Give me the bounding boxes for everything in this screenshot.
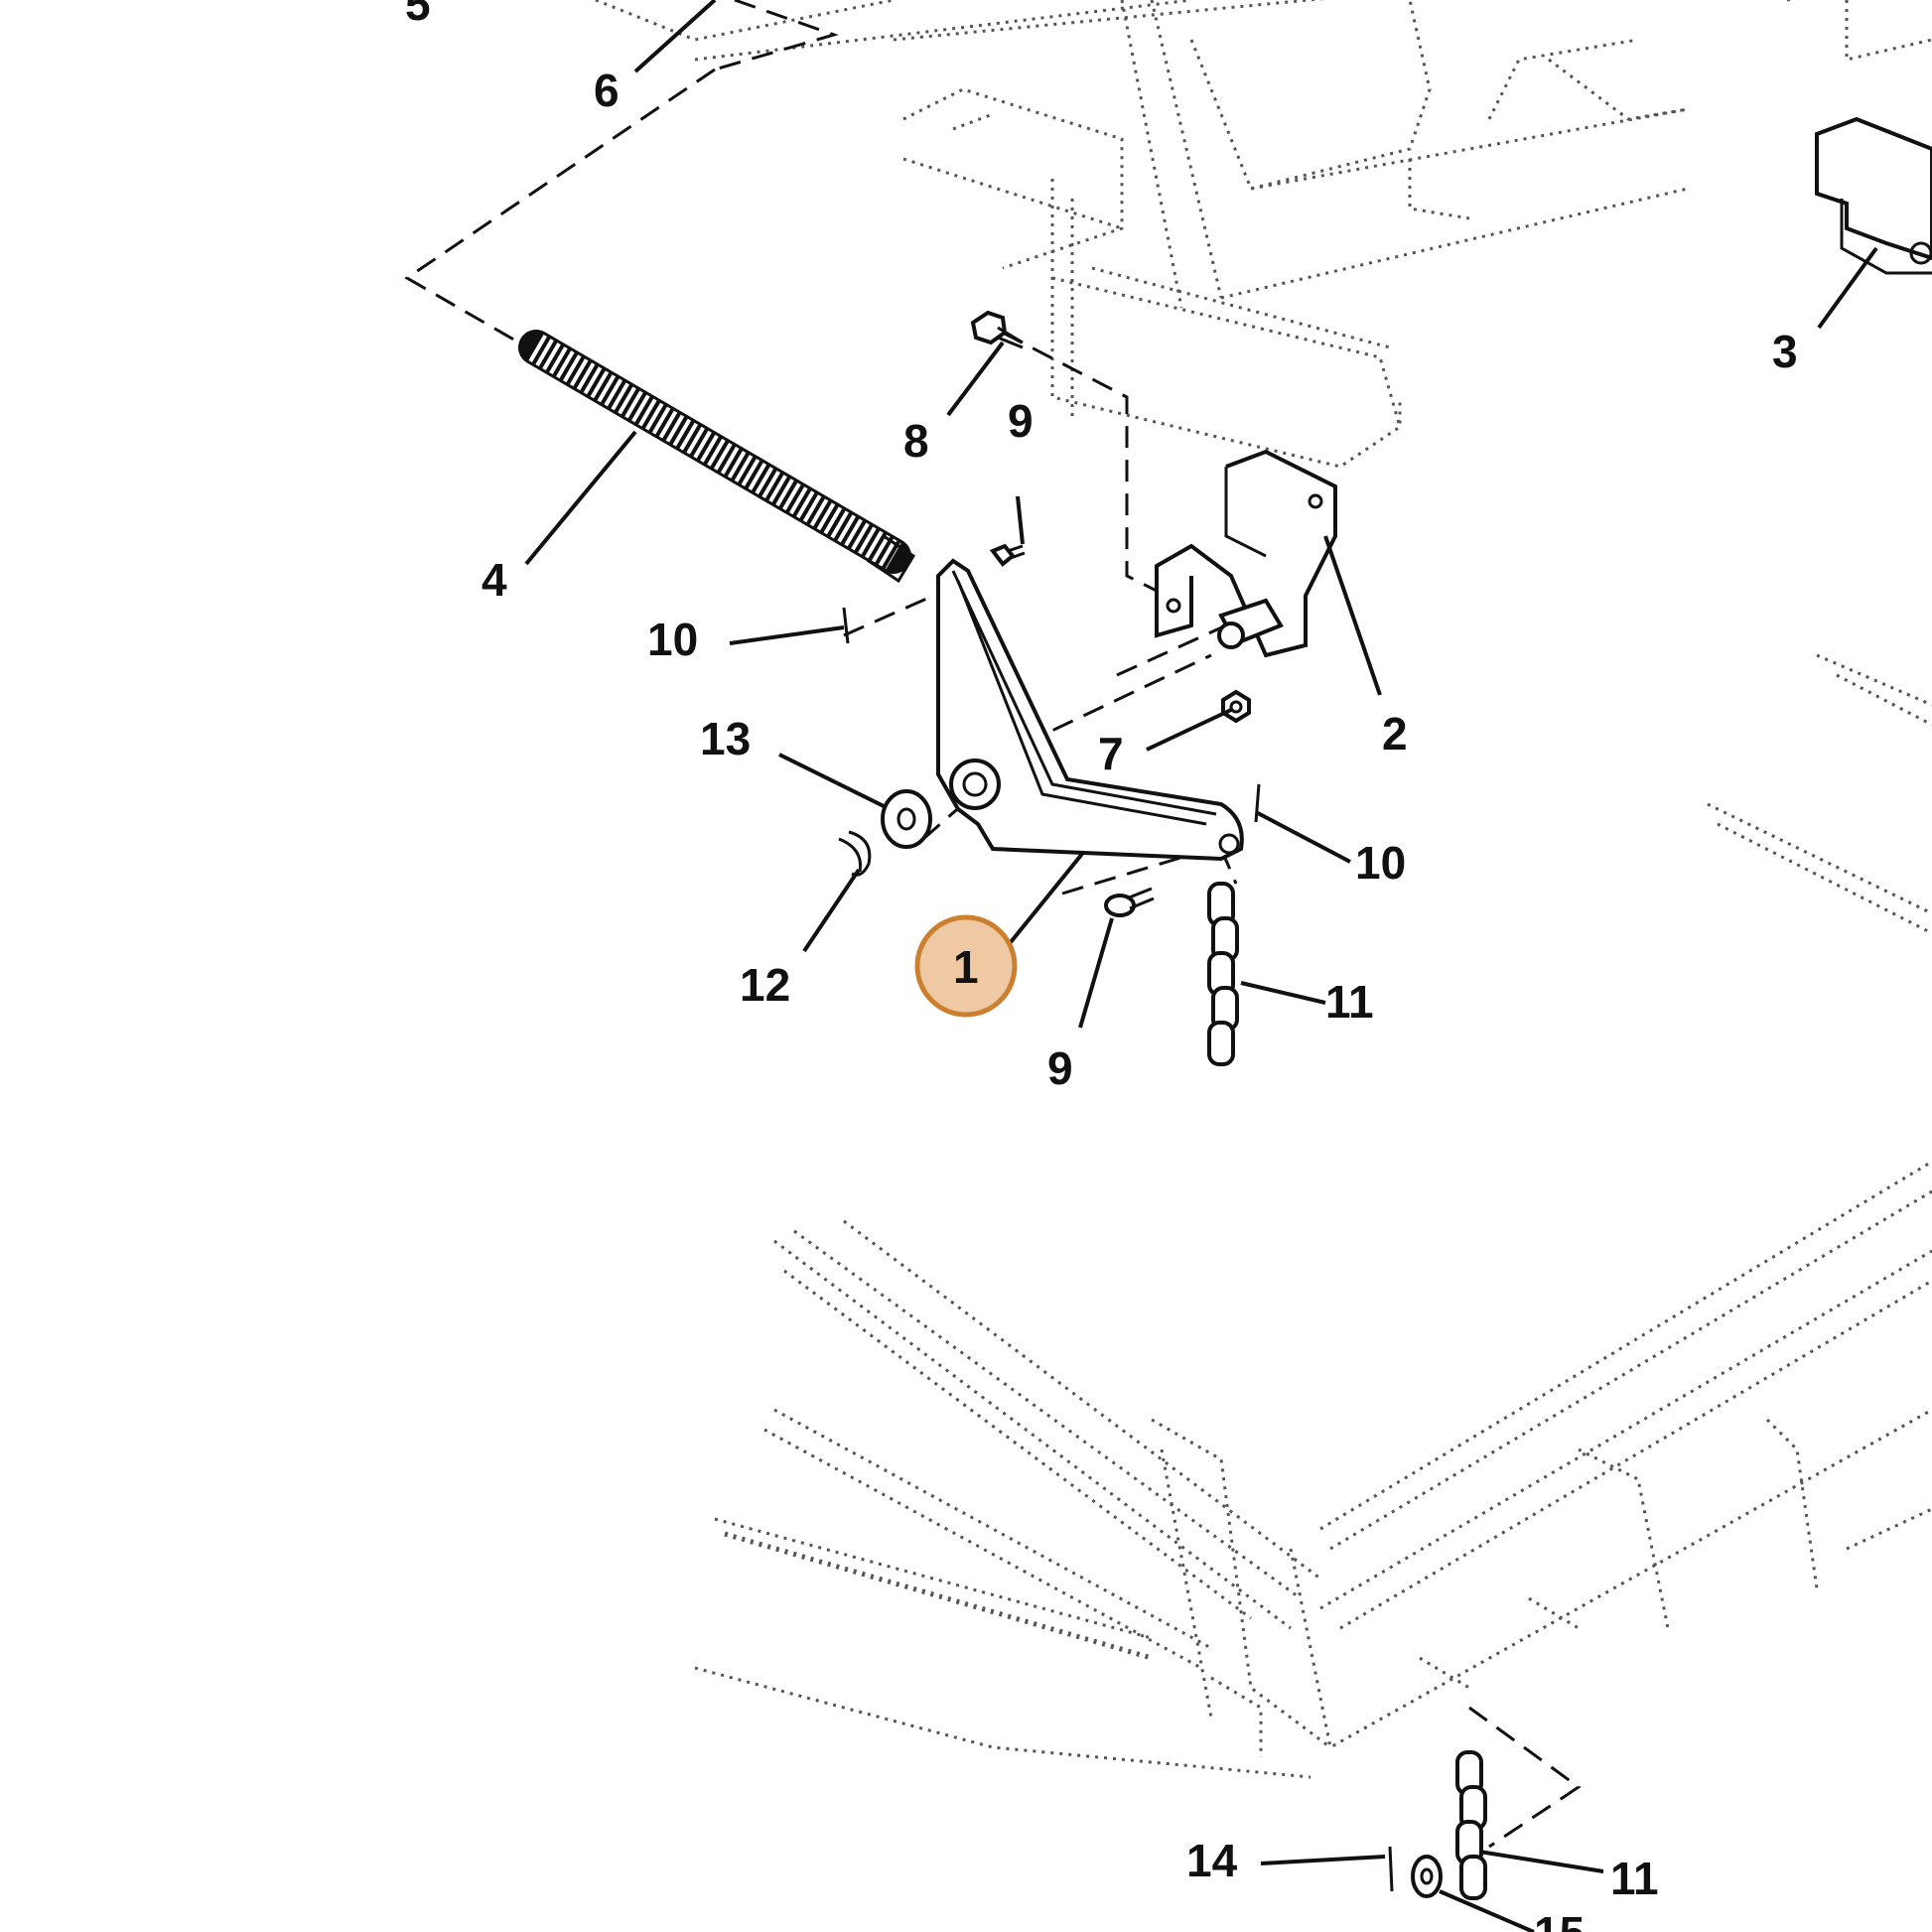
callout-9-bottom[interactable]: 9: [1047, 1042, 1073, 1094]
callout-7[interactable]: 7: [1098, 728, 1124, 779]
callout-10-right[interactable]: 10: [1355, 837, 1406, 889]
leader-lines: [524, 0, 1878, 1932]
cotter-pin-14: [1388, 1846, 1394, 1892]
callout-8[interactable]: 8: [903, 415, 929, 467]
callout-11-upper[interactable]: 11: [1325, 976, 1374, 1028]
chain-11-lower: [1455, 1750, 1487, 1900]
callout-labels: 5 6 4 8 9 10 13 7 2 10 12 1 9 11 3 14 11…: [405, 0, 1798, 1932]
hex-bolt-8: [970, 310, 1024, 349]
callout-6[interactable]: 6: [594, 65, 620, 116]
frame-outline-upper: [595, 0, 1932, 469]
callout-3[interactable]: 3: [1772, 326, 1798, 377]
callout-13[interactable]: 13: [700, 713, 751, 764]
chain-11-upper: [1207, 882, 1239, 1066]
hex-nut-7: [1221, 689, 1251, 724]
callout-12[interactable]: 12: [740, 959, 790, 1011]
corner-bracket: [1815, 116, 1932, 275]
callout-14[interactable]: 14: [1186, 1835, 1238, 1886]
cotter-pin-10-right: [1254, 783, 1261, 823]
callout-5[interactable]: 5: [405, 0, 431, 30]
extension-spring: [518, 330, 916, 584]
callout-11-lower[interactable]: 11: [1610, 1853, 1659, 1904]
callout-4[interactable]: 4: [482, 554, 507, 606]
retaining-ring-12: [838, 830, 872, 877]
clevis-pin-9-lower: [1104, 887, 1155, 917]
callout-2[interactable]: 2: [1382, 708, 1408, 759]
frame-outline-lower: [694, 1160, 1932, 1779]
callout-9-top[interactable]: 9: [1008, 395, 1034, 447]
cotter-pin-10-left: [842, 607, 850, 644]
callout-1[interactable]: 1: [953, 941, 979, 993]
callout-1-highlight: [914, 914, 1018, 1018]
flat-washer-13: [881, 789, 932, 849]
clevis-pin-9-upper: [989, 543, 1026, 567]
lift-arm: [936, 558, 1244, 862]
callout-15[interactable]: 15: [1534, 1907, 1585, 1932]
frame-outline-right: [1707, 653, 1932, 935]
pivot-bracket: [1155, 449, 1337, 658]
callout-10-left[interactable]: 10: [647, 614, 698, 665]
washer-15: [1411, 1855, 1443, 1898]
